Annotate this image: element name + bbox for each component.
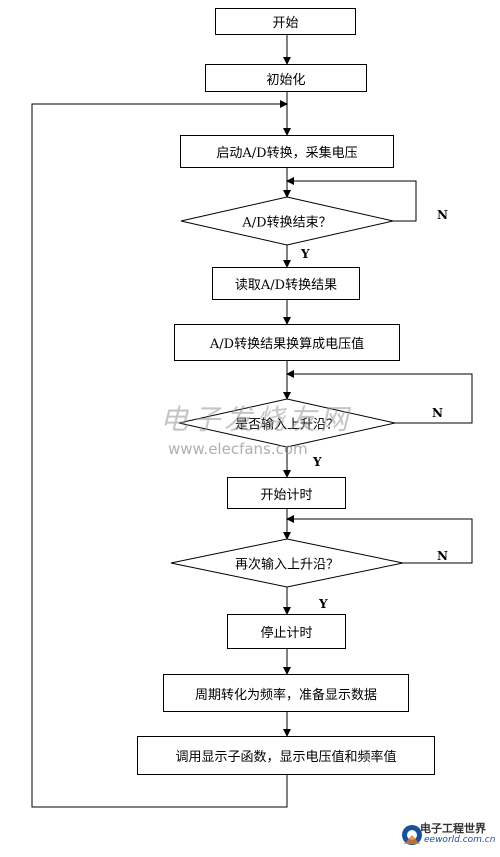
watermark-url: www.elecfans.com — [168, 440, 308, 458]
step-stop-timer-label: 停止计时 — [260, 626, 313, 641]
step-read-adc: 读取A/D转换结果 — [212, 267, 360, 300]
logo-url: eeworld.com.cn — [424, 835, 496, 845]
step-start-adc-label: 启动A/D转换，采集电压 — [216, 146, 358, 161]
branch-yes-label-3: Y — [319, 597, 328, 611]
decision-adc-done-label: A/D转换结束？ — [242, 215, 332, 231]
branch-no-label-1: N — [437, 208, 448, 222]
step-start-adc: 启动A/D转换，采集电压 — [180, 135, 394, 168]
branch-yes-label-1: Y — [301, 247, 310, 261]
step-call-display: 调用显示子函数，显示电压值和频率值 — [137, 736, 435, 775]
step-period-to-freq: 周期转化为频率，准备显示数据 — [163, 674, 409, 712]
step-start-timer: 开始计时 — [227, 477, 346, 509]
decision-rising-edge-2-label: 再次输入上升沿？ — [234, 557, 340, 573]
loop-adc-no — [286, 177, 417, 222]
step-period-to-freq-label: 周期转化为频率，准备显示数据 — [194, 687, 377, 703]
step-read-adc-label: 读取A/D转换结果 — [234, 278, 338, 293]
step-start-label: 开始 — [272, 16, 299, 31]
step-init: 初始化 — [205, 64, 367, 92]
branch-no-label-3: N — [437, 549, 448, 563]
step-init-label: 初始化 — [266, 72, 306, 88]
branch-yes-label-2: Y — [313, 455, 322, 469]
step-call-display-label: 调用显示子函数，显示电压值和频率值 — [175, 750, 397, 765]
step-convert-voltage: A/D转换结果换算成电压值 — [174, 324, 400, 361]
main-loop-line — [31, 100, 288, 808]
step-stop-timer: 停止计时 — [227, 614, 346, 649]
decision-rising-edge-1-label: 是否输入上升沿？ — [234, 417, 340, 433]
watermark-text: 电子发烧友网 — [160, 403, 353, 436]
loop-edge2-no — [286, 515, 473, 564]
step-start-timer-label: 开始计时 — [260, 487, 313, 503]
logo-name: 电子工程世界 — [420, 822, 486, 835]
eeworld-logo-icon — [402, 825, 422, 845]
step-convert-voltage-label: A/D转换结果换算成电压值 — [209, 337, 365, 352]
decision-adc-done — [180, 196, 394, 246]
loop-edge1-no — [286, 370, 473, 424]
step-start: 开始 — [215, 8, 356, 35]
branch-no-label-2: N — [432, 406, 443, 420]
decision-rising-edge-2 — [170, 538, 404, 588]
decision-rising-edge-1 — [178, 398, 396, 448]
